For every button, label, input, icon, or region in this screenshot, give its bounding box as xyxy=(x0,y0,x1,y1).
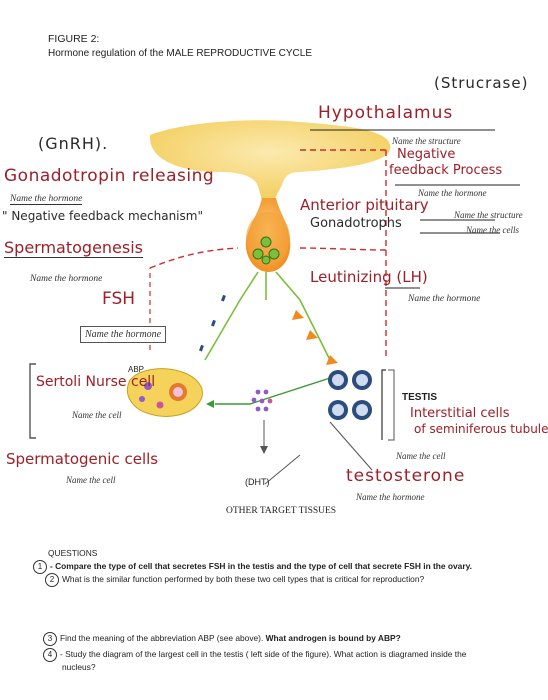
name-the-cells-label: Name the cells xyxy=(466,225,519,235)
gnrh-handwriting: (GnRH). xyxy=(38,134,109,153)
name-the-hormone-box: Name the hormone xyxy=(80,326,167,343)
hypothalamus-shape xyxy=(149,120,391,200)
question-4-line2: nucleus? xyxy=(62,662,96,672)
question-2-number: 2 xyxy=(45,573,59,587)
name-the-structure-label-1: Name the structure xyxy=(392,136,461,146)
strucrase-handwriting: (Strucrase) xyxy=(434,74,529,92)
name-the-cell-sertoli-label: Name the cell xyxy=(72,410,122,420)
figure-label: FIGURE 2: xyxy=(48,33,100,45)
gonadotropin-releasing-handwriting: Gonadotropin releasing xyxy=(4,166,215,186)
question-1: 1- Compare the type of cell that secrete… xyxy=(33,560,472,574)
gonadotroph-cells xyxy=(252,236,280,265)
leydig-cells xyxy=(328,370,372,420)
other-target-tissues-label: OTHER TARGET TISSUES xyxy=(226,506,337,516)
spermatogenic-cells-handwriting: Spermatogenic cells xyxy=(6,450,159,468)
name-the-cell-spermatogenic-label: Name the cell xyxy=(66,475,116,485)
figure-title: Hormone regulation of the MALE REPRODUCT… xyxy=(48,48,312,59)
question-4-number: 4 xyxy=(43,648,57,662)
name-the-hormone-testosterone-label: Name the hormone xyxy=(356,492,425,502)
abp-label: ABP xyxy=(128,365,145,374)
question-4: 4- Study the diagram of the largest cell… xyxy=(43,648,466,662)
hormone-diagram xyxy=(29,120,520,485)
name-the-hormone-label-1: Name the hormone xyxy=(10,194,83,205)
name-the-cell-leydig-label: Name the cell xyxy=(396,451,446,461)
question-1-number: 1 xyxy=(33,560,47,574)
hypothalamus-handwriting: Hypothalamus xyxy=(318,103,454,123)
fsh-handwriting: FSH xyxy=(102,289,136,309)
question-3-number: 3 xyxy=(43,632,57,646)
question-4-text-line1: - Study the diagram of the largest cell … xyxy=(60,649,467,659)
lh-arrows xyxy=(292,310,338,365)
anterior-pituitary-handwriting: Anterior pituitary xyxy=(300,196,429,214)
sertoli-nurse-cell-handwriting: Sertoli Nurse cell xyxy=(36,374,156,390)
negative-feedback-mechanism-handwriting: " Negative feedback mechanism" xyxy=(2,209,203,223)
question-2-text: What is the similar function performed b… xyxy=(62,574,425,584)
feedback-process-handwriting: feedback Process xyxy=(389,163,503,178)
name-the-hormone-label-3: Name the hormone xyxy=(408,294,481,304)
testis-label: TESTIS xyxy=(402,392,438,403)
spermatogenesis-handwriting: Spermatogenesis xyxy=(4,238,144,258)
dht-particles xyxy=(251,389,273,412)
gonadotrophs-handwriting: Gonadotrophs xyxy=(310,216,402,231)
negative-handwriting: Negative xyxy=(397,147,456,162)
sertoli-cell-shape xyxy=(127,368,203,417)
question-3-text-b: What androgen is bound by ABP? xyxy=(263,633,401,643)
seminiferous-handwriting: of seminiferous tubules xyxy=(414,422,548,436)
question-1-text: - Compare the type of cell that secretes… xyxy=(50,561,472,571)
question-3-text-a: Find the meaning of the abbreviation ABP… xyxy=(60,633,264,643)
dht-label: (DHT) xyxy=(245,477,270,487)
name-the-hormone-left-label: Name the hormone xyxy=(30,274,103,284)
fsh-particles xyxy=(199,294,226,352)
leutinizing-lh-handwriting: Leutinizing (LH) xyxy=(310,268,428,286)
testosterone-handwriting: testosterone xyxy=(346,466,466,486)
questions-heading: QUESTIONS xyxy=(48,548,98,558)
name-the-structure-label-2: Name the structure xyxy=(454,210,523,220)
name-the-hormone-label-2: Name the hormone xyxy=(418,188,487,198)
interstitial-cells-handwriting: Interstitial cells xyxy=(410,406,510,421)
